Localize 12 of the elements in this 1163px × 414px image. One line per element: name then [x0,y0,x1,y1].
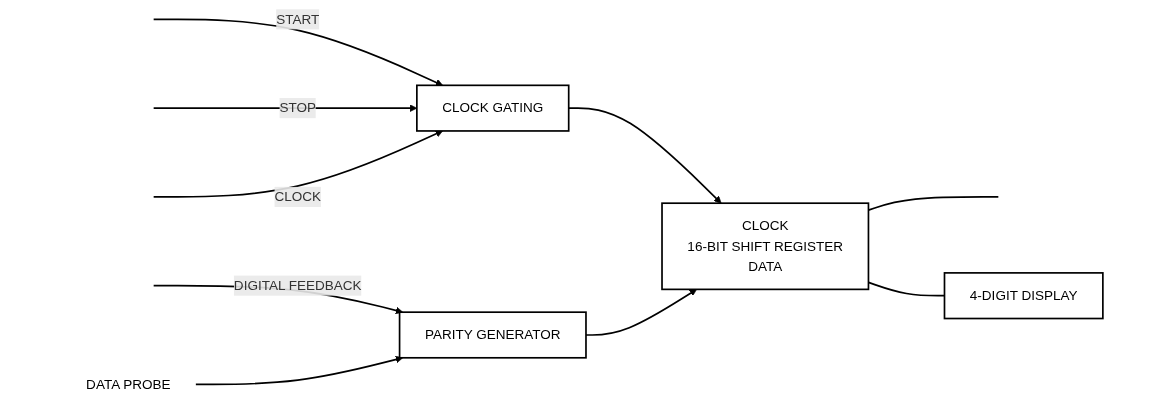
edge-label: STOP [279,100,316,115]
edge-label: START [275,11,319,27]
edge-label: DIGITAL FEEDBACK [233,277,362,293]
edge-label: CLOCK [274,189,321,204]
node-box: CLOCK GATING [415,84,570,132]
node-text: DATA PROBE [85,376,171,392]
node-box: PARITY GENERATOR [398,311,587,359]
node-box: 4-DIGIT DISPLAY [943,272,1104,320]
arrow [194,355,403,386]
node-box: CLOCK 16-BIT SHIFT REGISTER DATA [660,202,869,291]
arrow [152,130,443,198]
arrow [152,18,443,86]
